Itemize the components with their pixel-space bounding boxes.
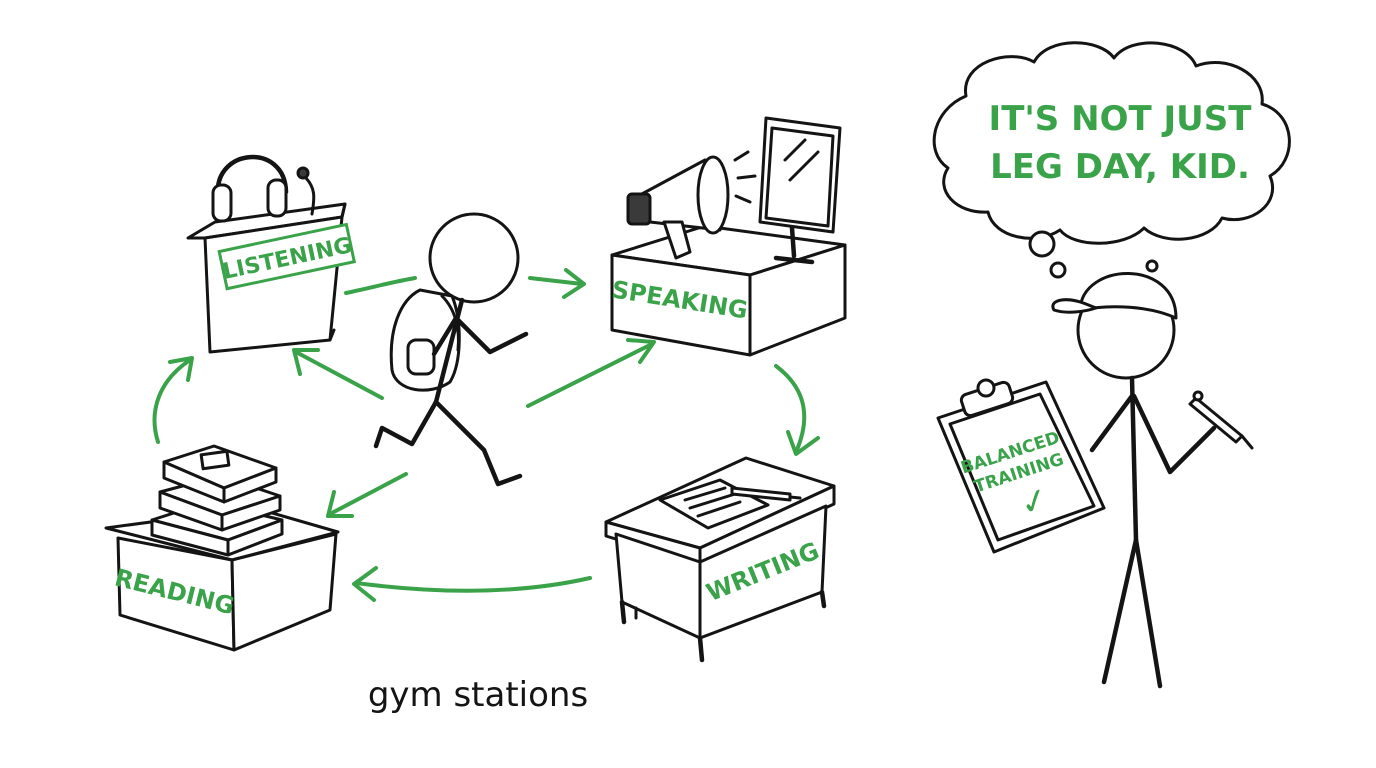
- svg-text:LEG DAY, KID.: LEG DAY, KID.: [990, 147, 1250, 187]
- listening-station: LISTENING: [186, 154, 357, 354]
- books-icon: [150, 444, 284, 557]
- cycle-arrows: [152, 268, 820, 602]
- running-kid-figure: [373, 212, 529, 487]
- megaphone-icon: [626, 150, 757, 260]
- reading-station: READING: [104, 444, 340, 652]
- thought-bubble: IT'S NOT JUST LEG DAY, KID.: [932, 41, 1291, 279]
- headphones-icon: [211, 154, 289, 223]
- monitor-icon: [758, 116, 842, 265]
- pen-icon: [1188, 390, 1254, 450]
- caption: gym stations: [368, 675, 588, 715]
- cap-icon: [1051, 259, 1178, 320]
- svg-text:IT'S NOT JUST: IT'S NOT JUST: [989, 99, 1253, 139]
- pen-icon: [730, 486, 802, 502]
- coach-figure: [1051, 259, 1254, 689]
- clipboard: BALANCED TRAINING ✓: [936, 378, 1106, 554]
- speaking-station: SPEAKING: [610, 116, 847, 357]
- backpack-icon: [389, 288, 461, 392]
- writing-station: WRITING: [604, 456, 836, 663]
